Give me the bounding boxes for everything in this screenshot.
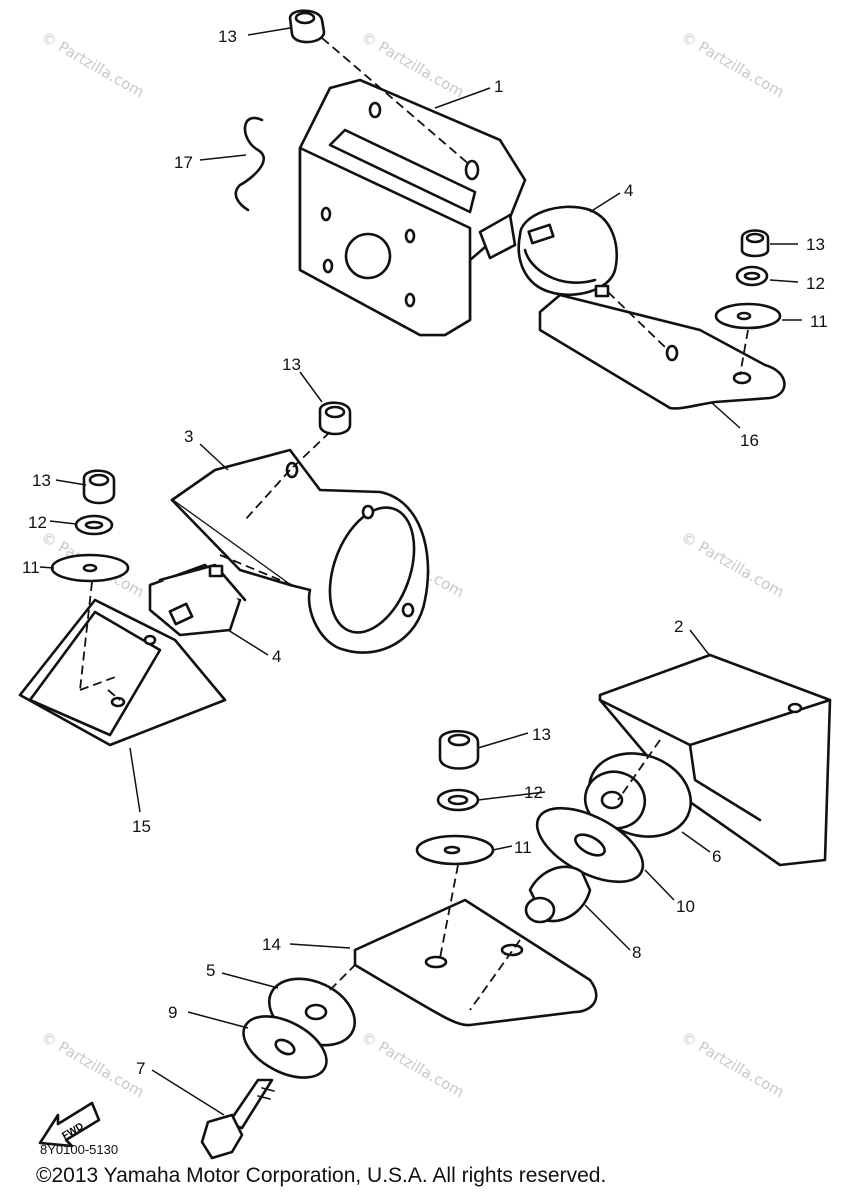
callout-label: 11 bbox=[514, 838, 532, 857]
callout-label: 13 bbox=[218, 27, 237, 46]
drawing-code: 8Y0100-5130 bbox=[40, 1142, 119, 1157]
assembly-lines bbox=[79, 37, 749, 1011]
callout-label: 2 bbox=[674, 617, 683, 636]
washer-part-10 bbox=[242, 1015, 328, 1079]
bracket-part-3 bbox=[170, 448, 430, 654]
callout-label: 17 bbox=[174, 153, 193, 172]
callout-label: 5 bbox=[206, 961, 215, 980]
washer-part-11-lower bbox=[415, 834, 495, 866]
plate-part-14 bbox=[353, 898, 598, 1027]
washer-part-9 bbox=[535, 806, 645, 884]
damper-part-4-upper bbox=[517, 205, 619, 298]
washer-part-12-lower bbox=[436, 788, 480, 812]
callout-label: 4 bbox=[624, 181, 633, 200]
stay-part-16 bbox=[538, 293, 786, 410]
callout-label: 14 bbox=[262, 935, 281, 954]
callout-label: 1 bbox=[494, 77, 503, 96]
nut-part-13-left bbox=[82, 469, 116, 505]
callout-label: 15 bbox=[132, 817, 151, 836]
washer-part-12-upper-right bbox=[735, 265, 769, 287]
damper-part-4-lower bbox=[148, 563, 247, 637]
callout-label: 13 bbox=[806, 235, 825, 254]
callout-label: 11 bbox=[22, 558, 40, 577]
callout-label: 11 bbox=[810, 312, 828, 331]
collar-part-8 bbox=[524, 865, 592, 924]
watermark-text: © Partzilla.com bbox=[38, 1028, 147, 1101]
leader-lines bbox=[39, 27, 802, 1116]
callout-label: 12 bbox=[524, 783, 543, 802]
fwd-arrow-icon: FWD bbox=[38, 1101, 101, 1148]
callout-label: 10 bbox=[676, 897, 695, 916]
bracket-part-1 bbox=[298, 78, 527, 337]
bracket-part-15 bbox=[18, 598, 227, 747]
washer-part-11-left bbox=[50, 553, 130, 583]
bolt-part-7 bbox=[200, 1078, 275, 1160]
callout-label: 7 bbox=[136, 1059, 145, 1078]
callout-label: 13 bbox=[282, 355, 301, 374]
callout-label: 12 bbox=[806, 274, 825, 293]
watermark-text: © Partzilla.com bbox=[678, 28, 787, 101]
callout-label: 12 bbox=[28, 513, 47, 532]
watermark-text: © Partzilla.com bbox=[358, 1028, 467, 1101]
washer-part-12-left bbox=[74, 514, 114, 536]
callout-label: 3 bbox=[184, 427, 193, 446]
callout-label: 4 bbox=[272, 647, 281, 666]
bracket-part-2 bbox=[598, 653, 832, 867]
nut-part-13-lower bbox=[438, 729, 480, 770]
nut-part-13-middle bbox=[318, 401, 352, 436]
callout-labels: 13 1 17 4 13 12 11 16 13 3 13 12 11 4 15… bbox=[22, 27, 828, 1078]
clip-part-17 bbox=[234, 116, 266, 212]
nut-part-13-top bbox=[288, 9, 326, 44]
callout-label: 8 bbox=[632, 943, 641, 962]
nut-part-13-upper-right bbox=[740, 229, 770, 258]
watermark-text: © Partzilla.com bbox=[678, 528, 787, 601]
watermark-text: © Partzilla.com bbox=[38, 28, 147, 101]
watermark-text: © Partzilla.com bbox=[678, 1028, 787, 1101]
callout-label: 13 bbox=[532, 725, 551, 744]
washer-part-11-upper-right bbox=[714, 302, 782, 330]
callout-label: 16 bbox=[740, 431, 759, 450]
callout-label: 9 bbox=[168, 1003, 177, 1022]
callout-label: 6 bbox=[712, 847, 721, 866]
bushing-part-6 bbox=[583, 752, 693, 838]
copyright-text: ©2013 Yamaha Motor Corporation, U.S.A. A… bbox=[36, 1164, 607, 1187]
callout-label: 13 bbox=[32, 471, 51, 490]
